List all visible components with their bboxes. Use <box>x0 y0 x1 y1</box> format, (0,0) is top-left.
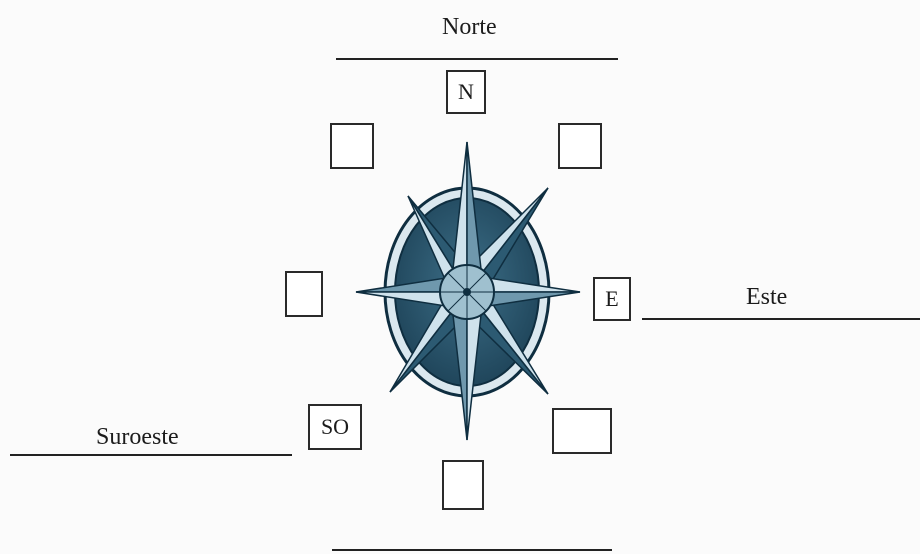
box-northwest[interactable] <box>330 123 374 169</box>
box-northeast[interactable] <box>558 123 602 169</box>
box-southeast[interactable] <box>552 408 612 454</box>
box-east[interactable]: E <box>593 277 631 321</box>
box-north[interactable]: N <box>446 70 486 114</box>
box-southwest[interactable]: SO <box>308 404 362 450</box>
box-west[interactable] <box>285 271 323 317</box>
box-south[interactable] <box>442 460 484 510</box>
